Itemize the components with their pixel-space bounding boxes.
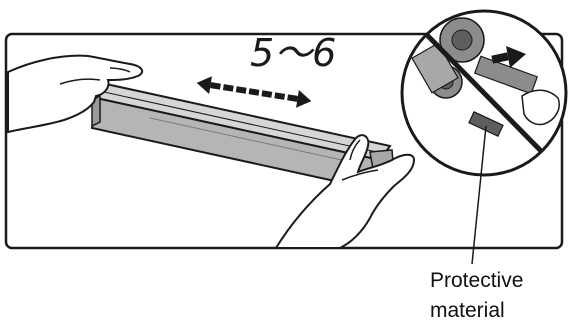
callout-label-material: material: [430, 300, 505, 321]
callout-label-protective: Protective: [430, 270, 523, 291]
shake-count-label: 5～6: [250, 31, 336, 75]
